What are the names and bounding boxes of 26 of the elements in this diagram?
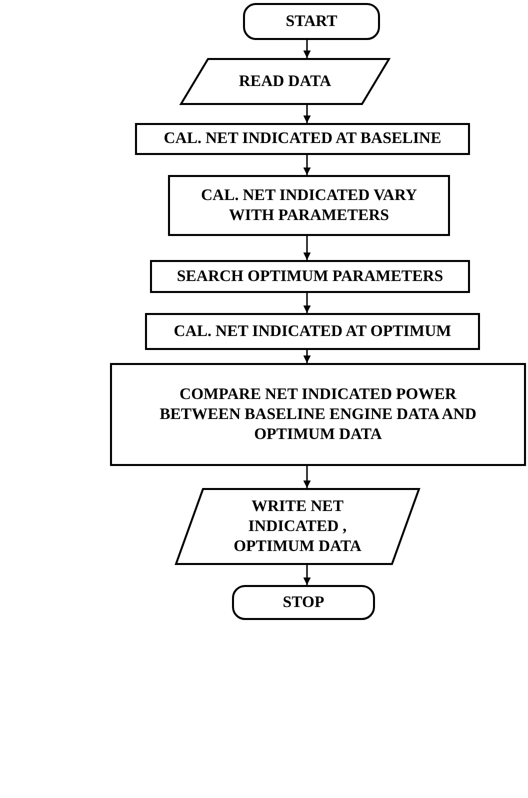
step-label: START — [284, 12, 338, 32]
process-box — [145, 313, 480, 350]
input-output-parallelogram — [175, 488, 420, 565]
arrow — [303, 466, 311, 488]
process-box — [135, 123, 470, 155]
terminal-shape — [232, 585, 375, 620]
arrow — [303, 40, 311, 58]
terminal-shape — [243, 3, 380, 40]
arrow — [303, 105, 311, 123]
arrow — [303, 236, 311, 260]
arrow — [303, 350, 311, 363]
step-label: WRITE NET INDICATED , OPTIMUM DATA — [232, 496, 362, 556]
process-box — [150, 260, 470, 293]
arrow — [303, 293, 311, 313]
step-label: READ DATA — [238, 72, 332, 92]
step-label: CAL. NET INDICATED VARY WITH PARAMETERS — [200, 186, 418, 226]
arrow — [303, 155, 311, 175]
step-label: CAL. NET INDICATED AT OPTIMUM — [172, 322, 452, 342]
arrow — [303, 565, 311, 585]
step-label: STOP — [282, 592, 326, 612]
step-label: CAL. NET INDICATED AT BASELINE — [162, 129, 442, 149]
process-box — [168, 175, 450, 236]
step-label: COMPARE NET INDICATED POWER BETWEEN BASELINE ENGINE DATA AND OPTIMUM DATA — [158, 384, 478, 444]
step-label: SEARCH OPTIMUM PARAMETERS — [176, 266, 444, 286]
process-box — [110, 363, 526, 466]
input-output-parallelogram — [180, 58, 390, 105]
